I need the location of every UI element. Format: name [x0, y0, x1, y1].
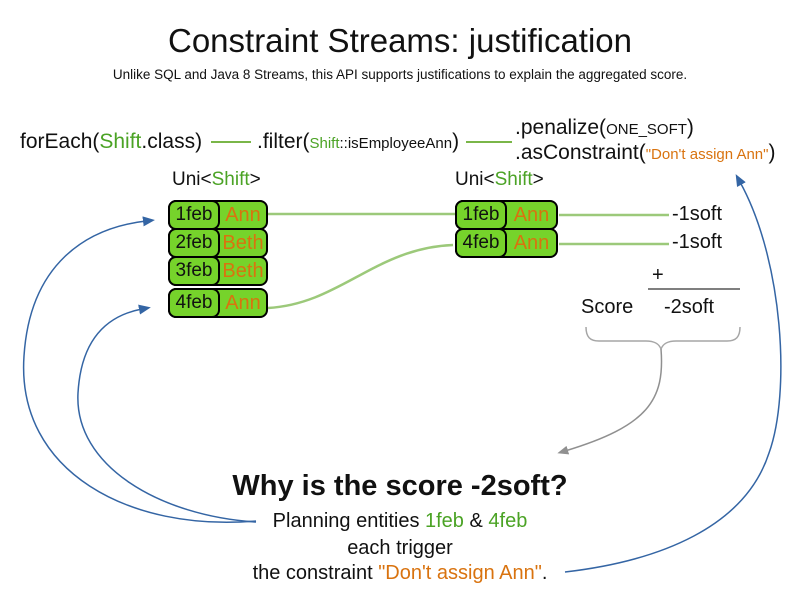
entity-date: 4feb: [168, 288, 220, 318]
page-subtitle: Unlike SQL and Java 8 Streams, this API …: [112, 67, 688, 82]
filter-suffix: ): [452, 130, 460, 153]
score-total: -2soft: [664, 296, 715, 318]
entity-employee: Beth: [222, 259, 264, 282]
score-brace: [585, 326, 741, 352]
foreach-prefix: forEach(: [20, 130, 100, 153]
entity-row-2feb: 2feb Beth: [168, 228, 268, 258]
asconstraint-expression: .asConstraint("Don't assign Ann"): [515, 141, 775, 165]
penalty-value-1: -1soft: [672, 203, 723, 225]
penalize-arg: ONE_SOFT: [606, 121, 687, 138]
why-heading: Why is the score -2soft?: [232, 470, 568, 502]
filter-method: ::isEmployeeAnn: [339, 135, 453, 152]
right-type-class: Shift: [494, 169, 533, 190]
left-type-prefix: Uni<: [172, 169, 212, 190]
filter-expression: .filter(Shift::isEmployeeAnn): [257, 130, 459, 154]
entity-employee: Ann: [225, 203, 261, 226]
gray-arrow-to-heading: [557, 348, 663, 455]
penalize-expression: .penalize(ONE_SOFT): [515, 116, 694, 140]
foreach-expression: forEach(Shift.class): [20, 130, 202, 154]
entity-employee: Ann: [225, 291, 261, 314]
filter-prefix: .filter(: [257, 130, 310, 153]
foreach-suffix: .class): [141, 130, 203, 153]
asconstraint-suffix: ): [768, 141, 776, 164]
entity-row-1feb: 1feb Ann: [168, 200, 268, 230]
plus-sign: +: [652, 264, 664, 286]
left-type-suffix: >: [249, 169, 261, 190]
entity-date: 3feb: [168, 256, 220, 286]
line3-constraint: "Don't assign Ann": [378, 562, 542, 584]
explanation-line-2: each trigger: [347, 537, 453, 559]
filtered-row-4feb: 4feb Ann: [455, 228, 558, 258]
explanation-line-3: the constraint "Don't assign Ann".: [0, 562, 800, 585]
line1-entity-1feb: 1feb: [425, 510, 464, 532]
score-label: Score: [581, 296, 634, 318]
penalty-value-2: -1soft: [672, 231, 723, 253]
right-stream-type-label: Uni<Shift>: [455, 169, 544, 191]
line1-entity-4feb: 4feb: [488, 510, 528, 532]
entity-date: 1feb: [168, 200, 220, 230]
line3-suffix: .: [541, 562, 548, 584]
entity-date: 4feb: [455, 228, 507, 258]
match-line-4feb: [267, 243, 454, 310]
penalize-prefix: .penalize(: [515, 116, 607, 139]
entity-employee: Ann: [513, 231, 550, 254]
filtered-row-1feb: 1feb Ann: [455, 200, 558, 230]
right-type-prefix: Uni<: [455, 169, 495, 190]
left-type-class: Shift: [211, 169, 250, 190]
entity-row-3feb: 3feb Beth: [168, 256, 268, 286]
asconstraint-prefix: .asConstraint(: [515, 141, 646, 164]
entity-row-4feb: 4feb Ann: [168, 288, 268, 318]
asconstraint-arg: "Don't assign Ann": [645, 146, 769, 163]
line3-prefix: the constraint: [252, 562, 379, 584]
entity-date: 2feb: [168, 228, 220, 258]
filter-class: Shift: [309, 135, 340, 152]
foreach-class: Shift: [99, 130, 142, 153]
left-stream-type-label: Uni<Shift>: [172, 169, 261, 191]
entity-employee: Ann: [513, 203, 550, 226]
line1-joiner: &: [463, 510, 489, 532]
right-stream-table: 1feb Ann 4feb Ann: [455, 200, 558, 258]
explanation-line-1: Planning entities 1feb & 4feb: [0, 510, 800, 533]
line1-prefix: Planning entities: [272, 510, 425, 532]
penalize-suffix: ): [686, 116, 694, 139]
page-title: Constraint Streams: justification: [167, 22, 632, 59]
entity-date: 1feb: [455, 200, 507, 230]
right-type-suffix: >: [532, 169, 544, 190]
left-stream-table: 1feb Ann 2feb Beth 3feb Beth 4feb Ann: [168, 200, 268, 318]
entity-employee: Beth: [222, 231, 264, 254]
